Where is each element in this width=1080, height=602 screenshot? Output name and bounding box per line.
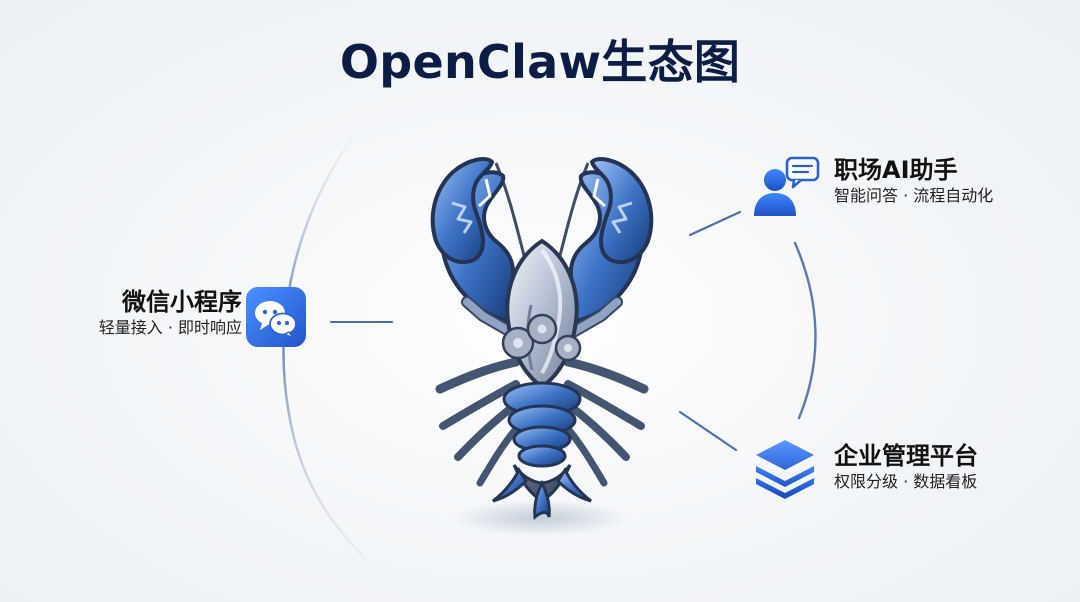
right-top-link [688, 210, 742, 237]
lobster-shadow [452, 500, 628, 536]
left-connection-arc [282, 130, 368, 562]
wechat-node-heading: 微信小程序 [122, 288, 242, 316]
wechat-app-icon [244, 285, 308, 349]
layers-stack-icon [746, 435, 824, 503]
robot-lobster-icon [382, 145, 702, 545]
assistant-node-label: 职场AI助手 智能问答 · 流程自动化 [834, 155, 1054, 207]
chat-user-icon [748, 154, 826, 222]
right-bottom-link [678, 410, 738, 452]
enterprise-node-label: 企业管理平台 权限分级 · 数据看板 [834, 441, 1054, 493]
right-connection-arc [793, 241, 817, 420]
enterprise-node-sub: 权限分级 · 数据看板 [834, 472, 978, 491]
page-title: OpenClaw生态图 [339, 35, 741, 89]
wechat-node-label: 微信小程序 轻量接入 · 即时响应 [72, 287, 242, 339]
assistant-node-sub: 智能问答 · 流程自动化 [834, 186, 994, 205]
enterprise-node-heading: 企业管理平台 [834, 442, 978, 470]
assistant-node-heading: 职场AI助手 [834, 156, 958, 184]
wechat-node-sub: 轻量接入 · 即时响应 [98, 318, 242, 337]
